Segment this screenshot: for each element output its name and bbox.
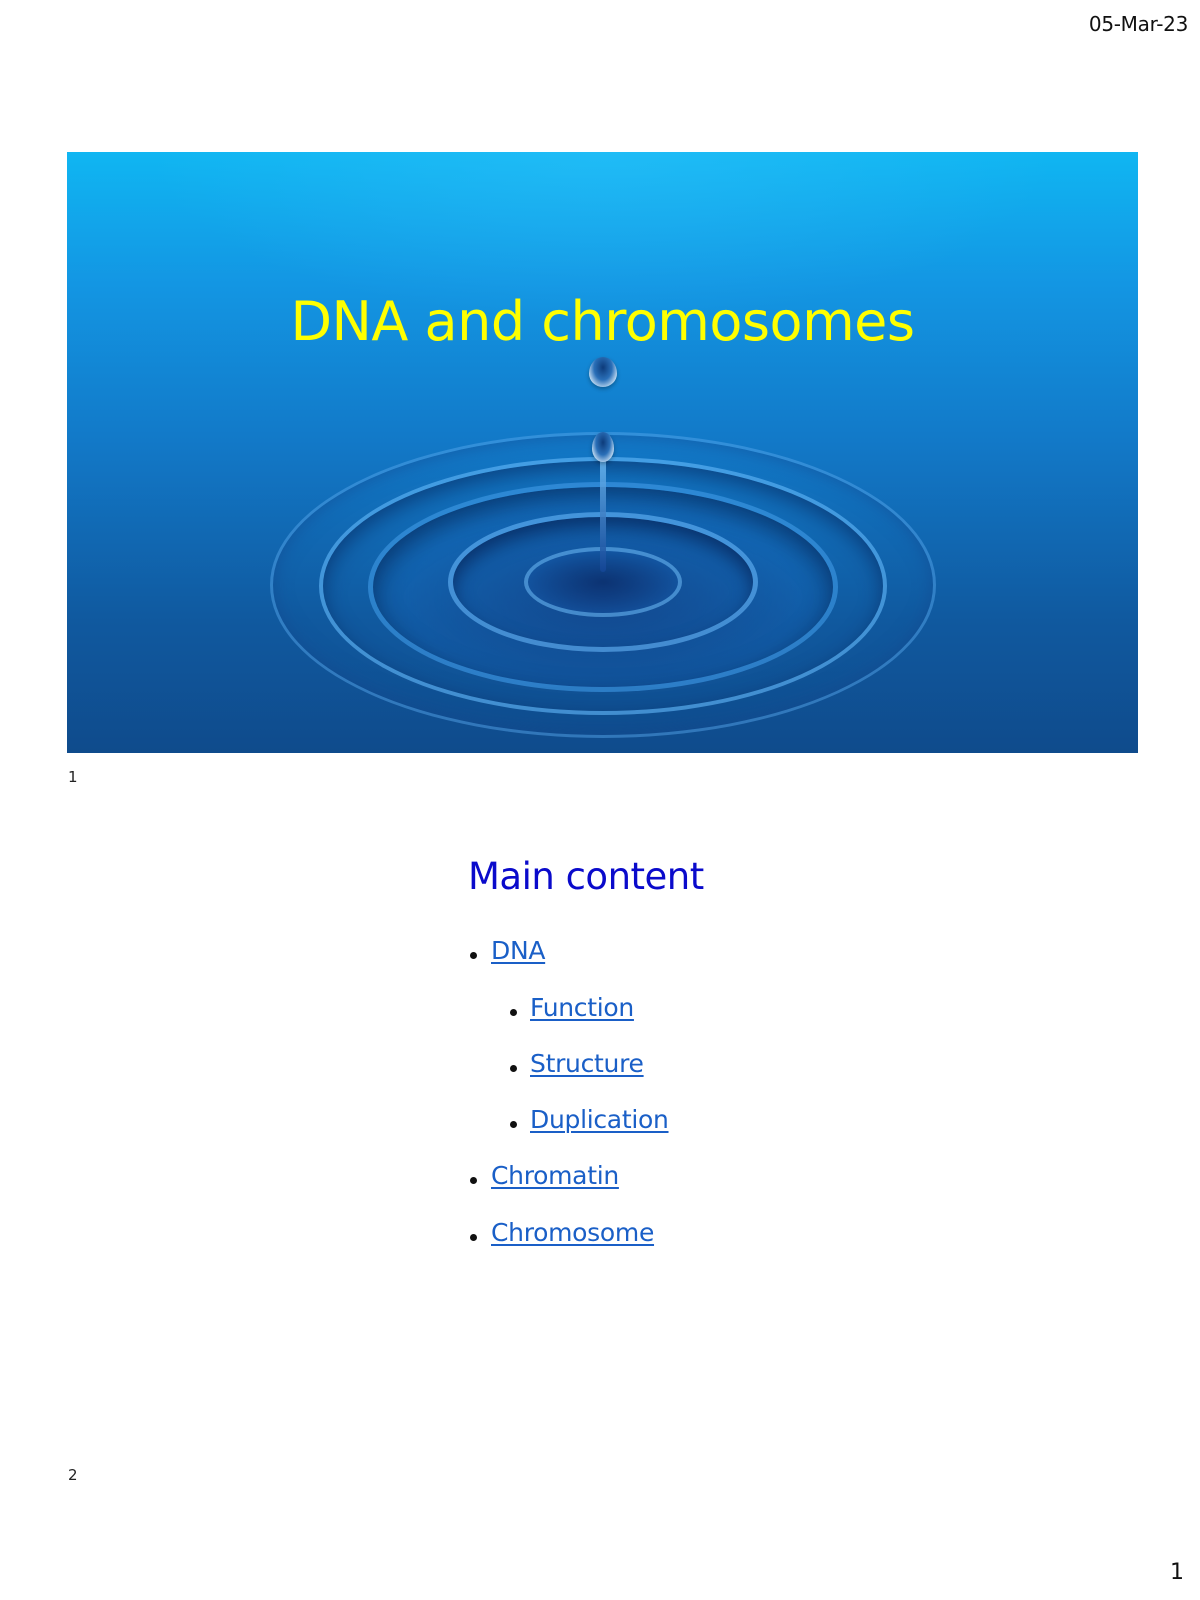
list-item: Chromosome: [468, 1218, 704, 1275]
list-item: Structure: [468, 1049, 704, 1105]
water-drop-icon: [588, 357, 617, 387]
list-item: Duplication: [468, 1105, 704, 1161]
link-chromatin[interactable]: Chromatin: [491, 1161, 619, 1190]
bullet-icon: [470, 1177, 477, 1184]
water-drop-icon: [591, 432, 614, 462]
slide-title: DNA and chromosomes: [290, 290, 915, 353]
slide-1-title-slide: DNA and chromosomes: [67, 152, 1138, 753]
slide-number: 1: [68, 768, 78, 786]
bullet-icon: [510, 1009, 517, 1016]
list-item: DNA: [468, 936, 704, 993]
link-dna[interactable]: DNA: [491, 936, 546, 965]
print-date: 05-Mar-23: [1088, 12, 1188, 36]
bullet-icon: [470, 952, 477, 959]
bullet-icon: [510, 1121, 517, 1128]
slide-number: 2: [68, 1466, 78, 1484]
link-duplication[interactable]: Duplication: [530, 1105, 669, 1134]
water-stream: [599, 452, 606, 572]
link-chromosome[interactable]: Chromosome: [491, 1218, 655, 1247]
slide-heading: Main content: [468, 855, 704, 898]
bullet-icon: [470, 1234, 477, 1241]
list-item: Chromatin: [468, 1161, 704, 1218]
link-structure[interactable]: Structure: [530, 1049, 644, 1078]
link-function[interactable]: Function: [530, 993, 634, 1022]
slide-2-contents: Main content DNA Function Structure Dupl…: [468, 855, 704, 1275]
page-number: 1: [1170, 1560, 1184, 1585]
list-item: Function: [468, 993, 704, 1049]
contents-list: DNA Function Structure Duplication Chrom…: [468, 936, 704, 1275]
bullet-icon: [510, 1065, 517, 1072]
